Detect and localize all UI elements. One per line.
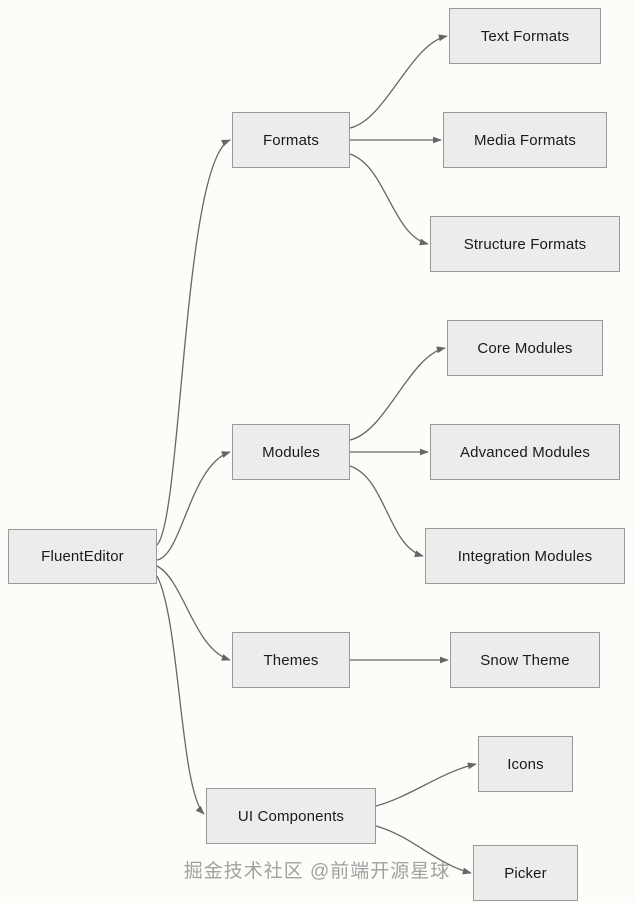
node-struct_fmt[interactable]: Structure Formats (430, 216, 620, 272)
node-snow_theme[interactable]: Snow Theme (450, 632, 600, 688)
node-ui_comp[interactable]: UI Components (206, 788, 376, 844)
node-media_fmt[interactable]: Media Formats (443, 112, 607, 168)
edge-modules-to-int_mod (349, 465, 424, 558)
edge-ui_comp-to-icons (375, 762, 477, 807)
edge-root-to-ui_comp (156, 575, 205, 815)
node-picker[interactable]: Picker (473, 845, 578, 901)
node-label-media_fmt: Media Formats (474, 131, 576, 149)
node-label-core_mod: Core Modules (477, 339, 573, 357)
node-label-root: FluentEditor (41, 548, 124, 565)
node-icons[interactable]: Icons (478, 736, 573, 792)
node-modules[interactable]: Modules (232, 424, 350, 480)
node-int_mod[interactable]: Integration Modules (425, 528, 625, 584)
node-root[interactable]: FluentEditor (8, 529, 157, 584)
node-label-int_mod: Integration Modules (457, 547, 593, 565)
node-label-ui_comp: UI Components (237, 807, 345, 825)
edge-root-to-modules (156, 451, 231, 561)
node-label-picker: Picker (504, 864, 547, 882)
node-text_fmt[interactable]: Text Formats (449, 8, 601, 64)
node-label-adv_mod: Advanced Modules (460, 443, 590, 461)
node-core_mod[interactable]: Core Modules (447, 320, 603, 376)
node-adv_mod[interactable]: Advanced Modules (430, 424, 620, 480)
node-label-modules: Modules (262, 443, 320, 461)
edge-root-to-formats (156, 139, 231, 546)
edge-ui_comp-to-picker (375, 825, 472, 875)
edge-root-to-themes (156, 565, 231, 661)
node-label-snow_theme: Snow Theme (480, 651, 570, 669)
node-label-text_fmt: Text Formats (480, 27, 570, 45)
node-label-themes: Themes (263, 651, 319, 669)
edge-formats-to-struct_fmt (349, 153, 429, 246)
edge-formats-to-text_fmt (349, 34, 448, 129)
node-label-struct_fmt: Structure Formats (463, 235, 587, 253)
node-formats[interactable]: Formats (232, 112, 350, 168)
node-label-formats: Formats (262, 131, 320, 149)
node-themes[interactable]: Themes (232, 632, 350, 688)
node-label-icons: Icons (507, 755, 544, 773)
